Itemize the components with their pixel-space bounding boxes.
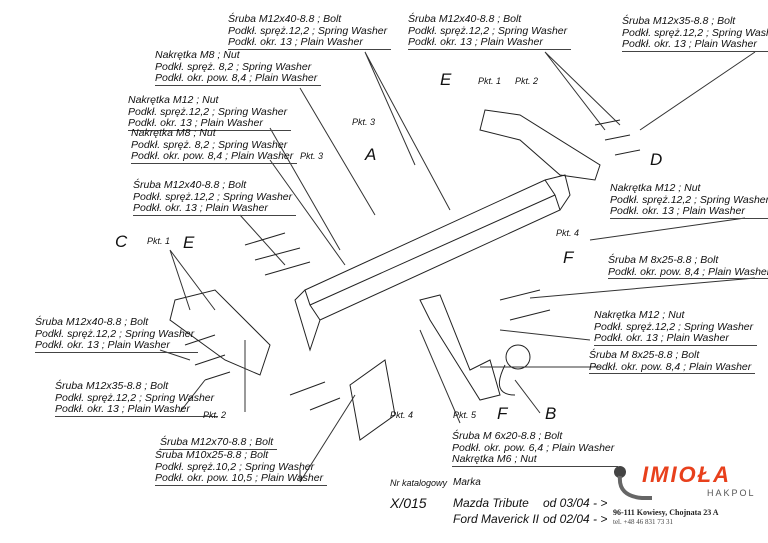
company-logo: IMIOŁA HAKPOL (612, 462, 762, 506)
crossbar (294, 174, 571, 352)
label-line: Podkł. okr. 13 ; Plain Washer (228, 36, 363, 48)
label-line: Podkł. okr. pow. 8,4 ; Plain Washer (131, 150, 294, 162)
part-letter: F (563, 248, 574, 267)
company-phone: tel. +48 46 831 73 31 (613, 518, 673, 526)
label-line: Podkł. spręż.12,2 ; Spring Washer (408, 24, 568, 37)
label-line: Podkł. okr. 13 ; Plain Washer (594, 332, 729, 344)
label-line: Podkł. spręż.12,2 ; Spring Washer (610, 193, 768, 206)
part-letter: D (650, 150, 663, 169)
label-line: Podkł. okr. pow. 10,5 ; Plain Washer (155, 472, 324, 484)
point-label: Pkt. 5 (453, 410, 477, 420)
model-name: Mazda Tribute (453, 496, 529, 510)
label-line: Śruba M12x40-8.8 ; Bolt (408, 13, 522, 25)
model-name: Ford Maverick II (453, 512, 540, 526)
logo-name: IMIOŁA (642, 462, 731, 487)
label-line: Podkł. okr. pow. 8,4 ; Plain Washer (155, 72, 318, 84)
label-line: Podkł. okr. 13 ; Plain Washer (35, 339, 170, 351)
label-line: Podkł. spręż. 8,2 ; Spring Washer (131, 138, 288, 151)
catalog-label: Nr katalogowy (390, 478, 448, 488)
label-line: Śruba M12x40-8.8 ; Bolt (35, 316, 149, 328)
socket-plate (349, 359, 396, 441)
label-line: Podkł. spręż.12,2 ; Spring Washer (228, 24, 388, 37)
label-line: Podkł. spręż.12,2 ; Spring Washer (35, 327, 195, 340)
label-line: Podkł. spręż.12,2 ; Spring Washer (594, 320, 754, 333)
label-line: Podkł. okr. pow. 8,4 ; Plain Washer (589, 360, 752, 373)
label-line: Podkł. spręż.10,2 ; Spring Washer (155, 460, 315, 473)
label-line: Podkł. okr. pow. 8,4 ; Plain Washer (608, 265, 768, 278)
label-line: Podkł. spręż.12,2 ; Spring Washer (133, 190, 293, 203)
label-line: Śruba M12x40-8.8 ; Bolt (228, 13, 342, 25)
logo-sub: HAKPOL (707, 488, 756, 498)
label-line: Nakrętka M8 ; Nut (131, 127, 216, 139)
label-line: Podkł. okr. 13 ; Plain Washer (128, 117, 263, 129)
part-letter: E (183, 233, 195, 252)
part-letter: A (365, 145, 377, 164)
label-line: Śruba M 6x20-8.8 ; Bolt (452, 430, 563, 442)
side-bracket-left (169, 289, 271, 376)
label-line: Śruba M12x40-8.8 ; Bolt (133, 179, 247, 191)
label-line: Podkł. spręż.12,2 ; Spring Washer (622, 26, 768, 39)
point-label: Pkt. 2 (515, 76, 539, 86)
label-line: Śruba M 8x25-8.8 ; Bolt (608, 254, 719, 266)
towball-logo-icon (614, 466, 652, 500)
label-line: Podkł. spręż.12,2 ; Spring Washer (128, 105, 288, 118)
model-from: od 02/04 - > (543, 512, 608, 526)
label-line: Śruba M10x25-8.8 ; Bolt (155, 449, 269, 461)
point-label: Pkt. 1 (147, 236, 171, 246)
label-line: Podkł. okr. 13 ; Plain Washer (610, 205, 745, 217)
part-letter: F (497, 404, 508, 423)
label-line: Podkł. okr. 13 ; Plain Washer (133, 202, 268, 214)
bolts (184, 119, 641, 411)
label-line: Nakrętka M12 ; Nut (128, 94, 219, 106)
company-address: 96-111 Kowiesy, Chojnata 23 A (613, 508, 719, 517)
label-line: Nakrętka M8 ; Nut (155, 49, 240, 61)
part-label: Śruba M12x70-8.8 ; Bolt (160, 436, 278, 450)
label-line: Śruba M12x70-8.8 ; Bolt (160, 436, 274, 448)
label-line: Śruba M 8x25-8.8 ; Bolt (589, 349, 700, 361)
side-bracket-right (479, 109, 601, 181)
label-line: Nakrętka M12 ; Nut (594, 309, 685, 321)
point-label: Pkt. 4 (390, 410, 414, 420)
catalog-number: X/015 (390, 495, 427, 511)
label-line: Śruba M12x35-8.8 ; Bolt (622, 15, 736, 27)
part-letter: C (115, 232, 128, 251)
label-line: Podkł. spręż.12,2 ; Spring Washer (55, 391, 215, 404)
model-from: od 03/04 - > (543, 496, 608, 510)
point-label: Pkt. 3 (300, 151, 324, 161)
label-line: Śruba M12x35-8.8 ; Bolt (55, 380, 169, 392)
label-line: Podkł. okr. 13 ; Plain Washer (55, 403, 190, 415)
point-label: Pkt. 3 (352, 117, 376, 127)
brand-label: Marka (453, 477, 481, 488)
label-line: Nakrętka M12 ; Nut (610, 182, 701, 194)
label-line: Nakrętka M6 ; Nut (452, 453, 537, 465)
ball-mount (419, 294, 531, 401)
part-letter: B (545, 404, 557, 423)
label-line: Podkł. okr. pow. 6,4 ; Plain Washer (452, 441, 615, 454)
point-label: Pkt. 4 (556, 228, 580, 238)
label-line: Podkł. okr. 13 ; Plain Washer (408, 36, 543, 48)
part-letter: E (440, 70, 452, 89)
label-line: Podkł. okr. 13 ; Plain Washer (622, 38, 757, 50)
point-label: Pkt. 2 (203, 410, 227, 420)
label-line: Podkł. spręż. 8,2 ; Spring Washer (155, 60, 312, 73)
point-label: Pkt. 1 (478, 76, 502, 86)
